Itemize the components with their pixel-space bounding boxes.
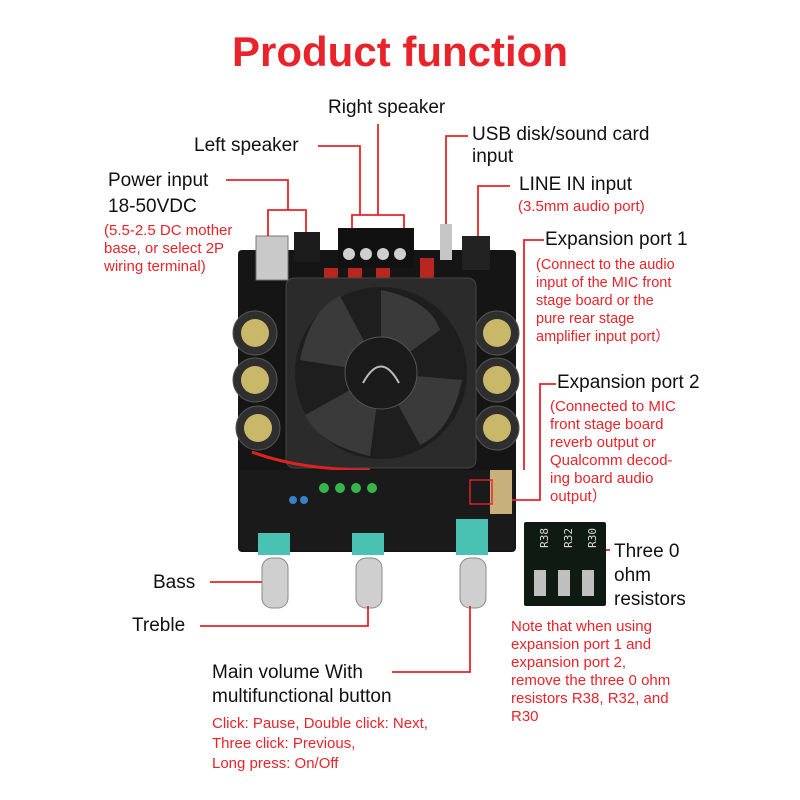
resistor-removal-note: Note that when using expansion port 1 an… (511, 618, 671, 725)
resistor-pad (582, 570, 594, 596)
expansion-port-1-label: Expansion port 1 (545, 229, 688, 250)
expansion-port-2-note: (Connected to MIC front stage board reve… (550, 398, 676, 505)
line-in-note: (3.5mm audio port) (518, 198, 645, 215)
usb-input-label: USB disk/sound card input (472, 124, 650, 167)
bass-label: Bass (153, 572, 196, 593)
expansion-port-1-note: (Connect to the audio input of the MIC f… (536, 257, 675, 345)
power-input-note: (5.5-2.5 DC mother base, or select 2P wi… (104, 222, 233, 275)
expansion-port-2-label: Expansion port 2 (557, 372, 700, 393)
resistor-closeup: R38 R32 R30 (524, 522, 606, 606)
main-volume-label: Main volume With multifunctional button (212, 662, 392, 707)
right-speaker-label: Right speaker (328, 97, 446, 118)
resistor-pad (534, 570, 546, 596)
main-volume-note: Click: Pause, Double click: Next, Three … (212, 715, 428, 772)
left-speaker-label: Left speaker (194, 135, 299, 156)
treble-label: Treble (132, 615, 186, 636)
page-title: Product function (232, 28, 568, 75)
resistors-label: Three 0 ohm resistors (614, 541, 686, 610)
power-input-label: Power input 18-50VDC (108, 170, 209, 217)
resistor-pad (558, 570, 570, 596)
line-in-label: LINE IN input (519, 174, 632, 195)
